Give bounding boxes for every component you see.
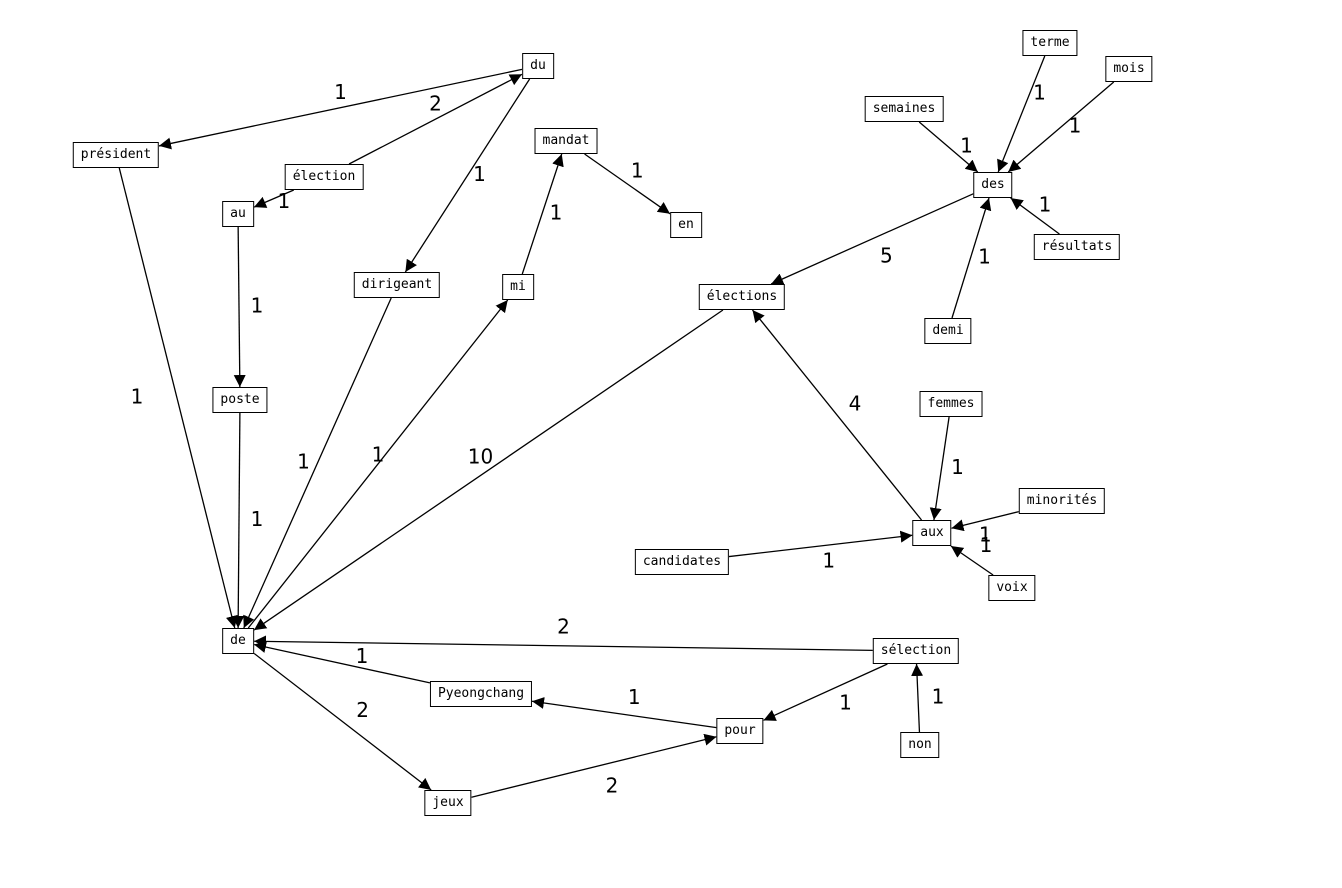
edge-de-to-mi <box>247 299 509 629</box>
edge-resultats-to-des <box>1010 197 1060 235</box>
node-candidates[interactable]: candidates <box>634 549 730 575</box>
edge-weight-elections-to-de: 10 <box>468 445 493 469</box>
edge-femmes-to-aux <box>929 416 950 521</box>
node-dirigeant[interactable]: dirigeant <box>353 272 441 298</box>
edge-weight-terme-to-des: 1 <box>1033 81 1046 105</box>
edge-mi-to-mandat <box>521 153 564 275</box>
node-poste[interactable]: poste <box>212 387 268 413</box>
edge-dirigeant-to-de <box>243 297 392 629</box>
node-aux[interactable]: aux <box>912 520 952 546</box>
edge-president-to-de <box>118 167 238 629</box>
edge-weight-du-to-dirigeant: 1 <box>473 162 486 186</box>
edge-selection-to-de <box>253 635 874 652</box>
node-du[interactable]: du <box>522 53 554 79</box>
edge-selection-to-pour <box>763 663 888 721</box>
edge-mois-to-des <box>1007 81 1115 173</box>
edge-weight-selection-to-de: 2 <box>557 614 570 638</box>
edge-weight-mi-to-mandat: 1 <box>550 201 563 225</box>
edge-des-to-elections <box>770 193 974 285</box>
node-mandat[interactable]: mandat <box>534 128 598 154</box>
node-jeux[interactable]: jeux <box>424 790 472 816</box>
edge-de-to-jeux <box>253 652 432 791</box>
edge-weight-femmes-to-aux: 1 <box>951 455 964 479</box>
edge-weight-du-to-president: 1 <box>334 80 347 104</box>
edge-du-to-dirigeant <box>404 78 531 273</box>
edge-weight-demi-to-des: 1 <box>978 245 991 269</box>
edge-weight-election-to-du: 2 <box>429 92 442 116</box>
edge-weight-pour-to-pyeongchang: 1 <box>628 685 641 709</box>
edge-weight-jeux-to-pour: 2 <box>606 774 619 798</box>
node-pour[interactable]: pour <box>716 718 764 744</box>
node-au[interactable]: au <box>222 201 254 227</box>
node-des[interactable]: des <box>973 172 1013 198</box>
edge-non-to-selection <box>911 663 924 733</box>
node-non[interactable]: non <box>900 732 940 758</box>
node-minorites[interactable]: minorités <box>1018 488 1106 514</box>
edge-terme-to-des <box>997 55 1046 173</box>
edge-weight-selection-to-pour: 1 <box>839 691 852 715</box>
edge-weight-de-to-jeux: 2 <box>356 698 369 722</box>
edge-au-to-poste <box>233 226 246 388</box>
edge-semaines-to-des <box>918 121 979 173</box>
edge-weight-aux-to-elections: 4 <box>849 392 862 416</box>
edge-weight-pyeongchang-to-de: 1 <box>356 644 369 668</box>
edge-minorites-to-aux <box>951 510 1020 532</box>
edge-weight-resultats-to-des: 1 <box>1039 193 1052 217</box>
node-elections[interactable]: élections <box>698 284 786 310</box>
node-president[interactable]: président <box>72 142 160 168</box>
edge-pyeongchang-to-de <box>253 641 431 684</box>
edge-weight-election-to-au: 1 <box>278 189 291 213</box>
node-demi[interactable]: demi <box>924 318 972 344</box>
edge-weight-non-to-selection: 1 <box>932 685 945 709</box>
node-pyeongchang[interactable]: Pyeongchang <box>429 681 533 707</box>
edge-candidates-to-aux <box>728 530 913 558</box>
node-semaines[interactable]: semaines <box>864 96 944 122</box>
edge-weight-voix-to-aux: 1 <box>980 533 993 557</box>
node-terme[interactable]: terme <box>1022 30 1078 56</box>
edge-du-to-president <box>158 68 523 150</box>
edge-elections-to-de <box>253 309 724 631</box>
node-selection[interactable]: sélection <box>872 638 960 664</box>
node-resultats[interactable]: résultats <box>1033 234 1121 260</box>
edge-voix-to-aux <box>950 545 994 576</box>
edge-weight-mois-to-des: 1 <box>1069 114 1082 138</box>
edge-weight-au-to-poste: 1 <box>251 294 264 318</box>
edge-weight-dirigeant-to-de: 1 <box>297 450 310 474</box>
edge-demi-to-des <box>951 197 992 319</box>
edge-weight-minorites-to-aux: 1 <box>979 522 992 546</box>
node-de[interactable]: de <box>222 628 254 654</box>
edge-mandat-to-en <box>584 153 671 215</box>
edge-weight-des-to-elections: 5 <box>880 243 893 267</box>
edge-weight-poste-to-de: 1 <box>251 507 264 531</box>
edge-poste-to-de <box>232 412 245 629</box>
edge-election-to-du <box>348 73 523 165</box>
node-mi[interactable]: mi <box>502 274 534 300</box>
edge-weight-de-to-mi: 1 <box>372 443 385 467</box>
node-en[interactable]: en <box>670 212 702 238</box>
node-election[interactable]: élection <box>284 164 364 190</box>
edge-election-to-au <box>253 189 295 208</box>
node-voix[interactable]: voix <box>988 575 1036 601</box>
edge-aux-to-elections <box>751 309 923 521</box>
edge-weight-semaines-to-des: 1 <box>960 134 973 158</box>
edge-weight-president-to-de: 1 <box>131 385 144 409</box>
edge-jeux-to-pour <box>471 733 717 798</box>
node-mois[interactable]: mois <box>1105 56 1153 82</box>
node-femmes[interactable]: femmes <box>919 391 983 417</box>
edge-weight-mandat-to-en: 1 <box>631 158 644 182</box>
edge-weight-candidates-to-aux: 1 <box>822 548 835 572</box>
edge-pour-to-pyeongchang <box>531 697 717 729</box>
